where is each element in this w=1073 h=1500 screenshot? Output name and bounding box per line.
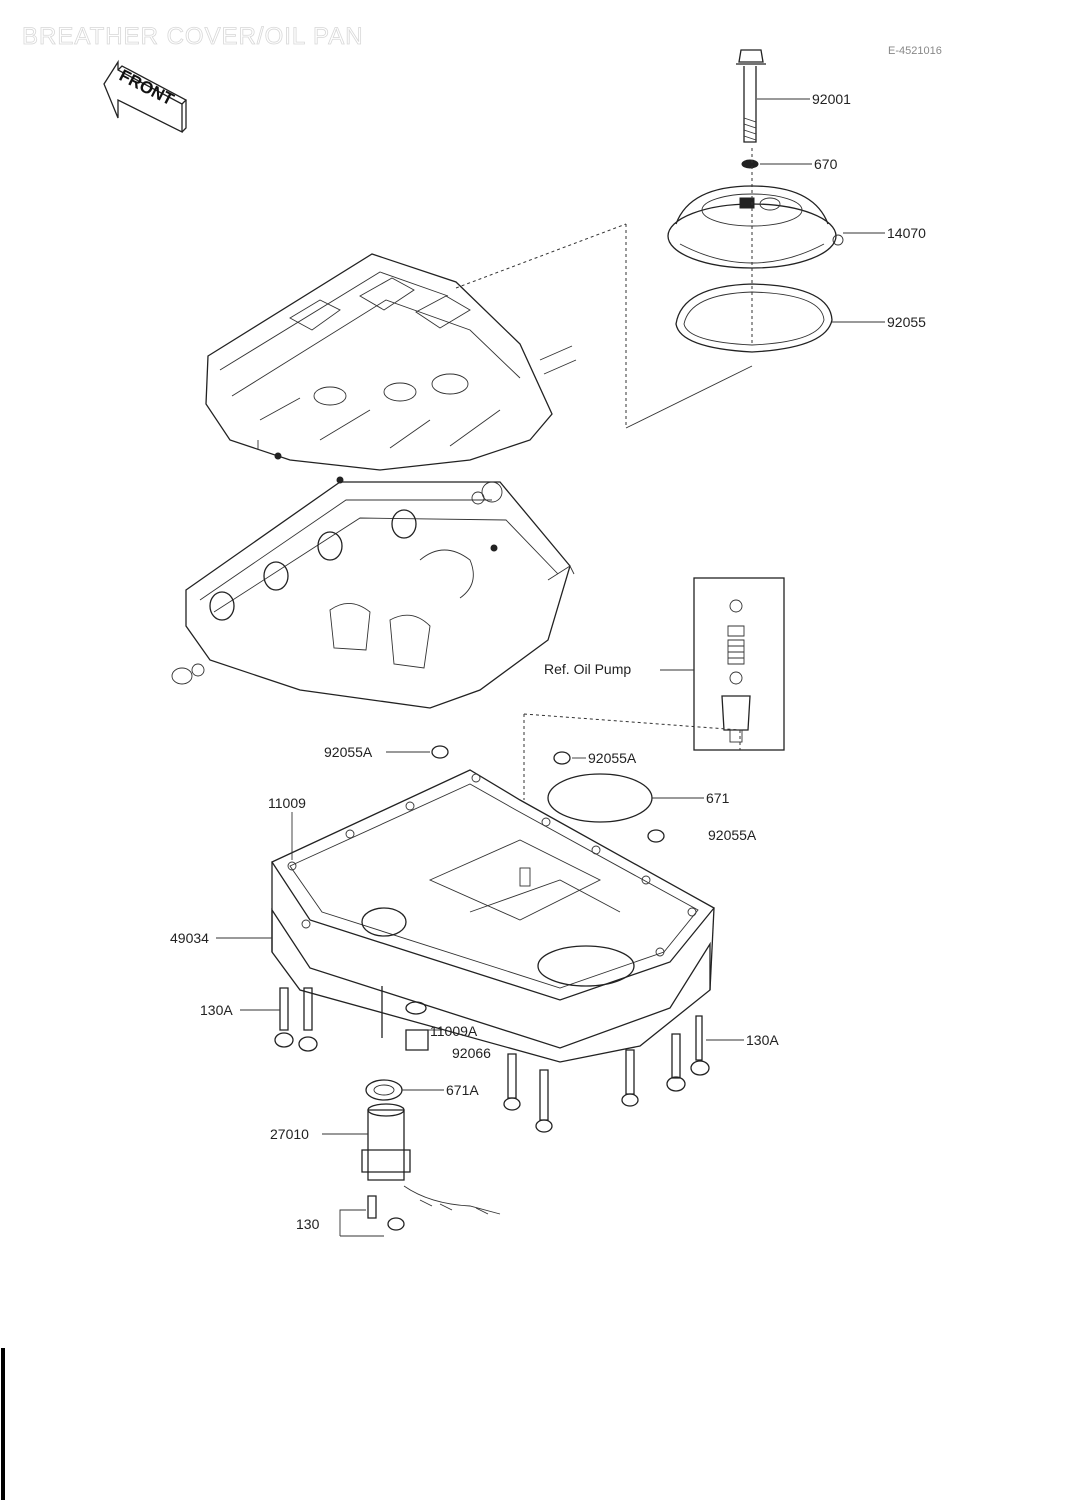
diagram-title: BREATHER COVER/OIL PAN [22, 23, 364, 50]
label-11009a: 11009A [430, 1023, 478, 1039]
label-670: 670 [814, 156, 838, 172]
label-671: 671 [706, 790, 730, 806]
center-bolts [503, 1049, 639, 1133]
label-92001: 92001 [812, 91, 851, 107]
bolt-130: 130 [296, 1195, 405, 1237]
plug-92066: 11009A 92066 [405, 1001, 491, 1061]
washer-92055a-upper-right: 92055A [553, 750, 637, 766]
label-92066: 92066 [452, 1045, 491, 1061]
bolt-92001: 92001 [736, 49, 851, 143]
bolts-130a-right: 130A [666, 1015, 779, 1092]
oring-671: 671 [547, 773, 730, 823]
breather-cover-14070: 14070 [667, 185, 926, 269]
label-ref-oil-pump: Ref. Oil Pump [544, 661, 631, 677]
label-92055a-left: 92055A [324, 744, 373, 760]
oring-671a: 671A [365, 1079, 479, 1101]
label-92055a-upper-right: 92055A [588, 750, 637, 766]
reference-code: E-4521016 [888, 45, 942, 57]
washer-92055a-left: 92055A [324, 744, 449, 760]
washer-92055a-right: 92055A [647, 827, 757, 843]
gasket-92055: 92055 [675, 283, 926, 353]
upper-crankcase [205, 253, 577, 471]
label-130a-right: 130A [746, 1032, 779, 1048]
washer-670: 670 [741, 156, 838, 172]
label-14070: 14070 [887, 225, 926, 241]
lower-crankcase [171, 476, 575, 709]
oil-pressure-switch-27010: 27010 [270, 1103, 501, 1215]
label-130: 130 [296, 1216, 320, 1232]
bolts-130a-left: 130A [200, 987, 318, 1052]
label-49034: 49034 [170, 930, 209, 946]
label-671a: 671A [446, 1082, 479, 1098]
label-130a-left: 130A [200, 1002, 233, 1018]
label-92055a-right: 92055A [708, 827, 757, 843]
label-11009: 11009 [268, 795, 306, 811]
label-27010: 27010 [270, 1126, 309, 1142]
oil-pan-49034: 11009 49034 [170, 769, 715, 1063]
label-92055: 92055 [887, 314, 926, 330]
front-arrow-icon: FRONT [103, 59, 188, 134]
